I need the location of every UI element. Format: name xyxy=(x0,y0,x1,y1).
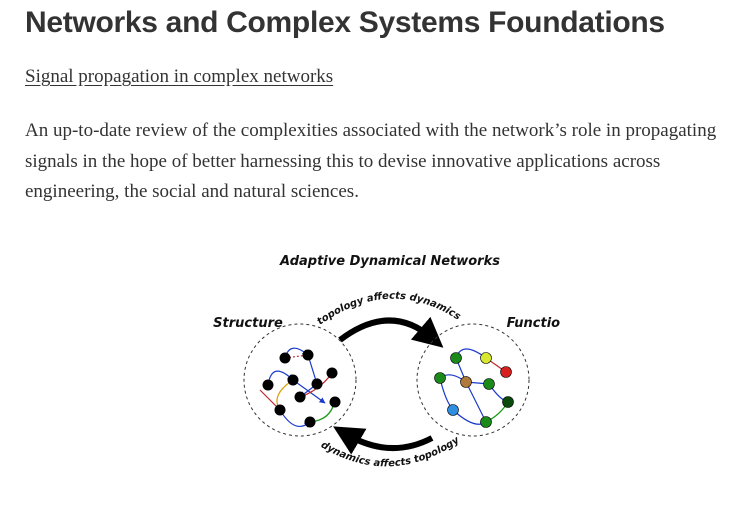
figure-title: Adaptive Dynamical Networks xyxy=(279,254,500,269)
bottom-arrow-label-path: dynamics affects topology xyxy=(319,435,462,470)
structure-network xyxy=(243,323,357,437)
bottom-arrow-label: dynamics affects topology xyxy=(319,435,462,470)
function-network xyxy=(416,323,530,437)
network-figure: Adaptive Dynamical Networks Structure Fu… xyxy=(200,240,560,490)
article-link[interactable]: Signal propagation in complex networks xyxy=(25,66,334,87)
function-label: Function xyxy=(507,316,560,331)
bottom-arrow xyxy=(333,426,434,455)
article-description: An up-to-date review of the complexities… xyxy=(25,120,717,202)
page-title: Networks and Complex Systems Foundations xyxy=(25,6,665,39)
top-arrow xyxy=(338,316,444,348)
structure-label: Structure xyxy=(213,316,283,331)
